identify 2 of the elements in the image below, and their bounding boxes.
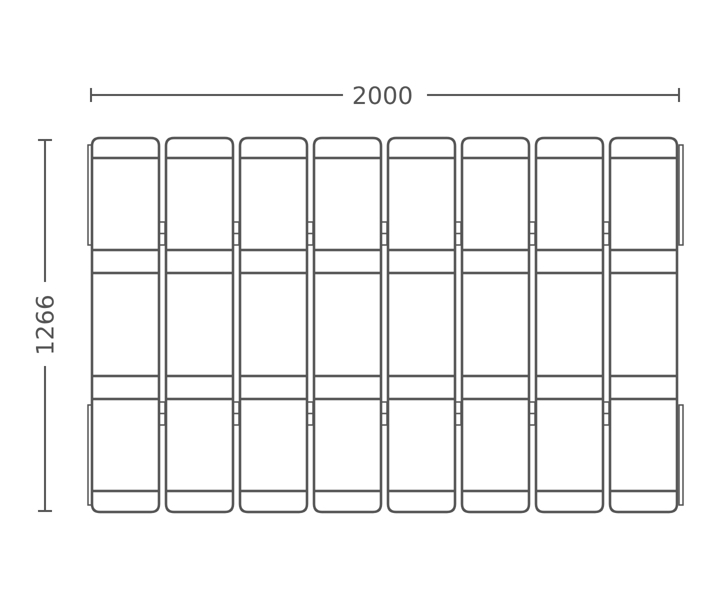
dimension-label: 2000: [352, 84, 414, 108]
dimension-label: 1266: [33, 294, 58, 356]
